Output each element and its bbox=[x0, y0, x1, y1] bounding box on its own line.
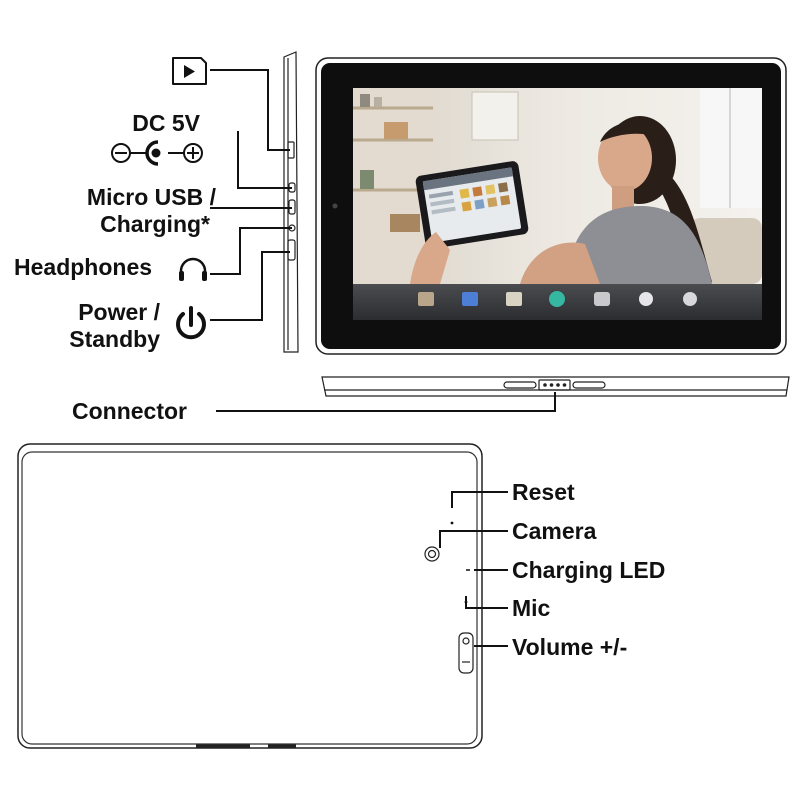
tablet-screen-image bbox=[353, 88, 762, 320]
connector-label: Connector bbox=[72, 398, 187, 424]
connector-leader-line bbox=[216, 392, 556, 412]
microsd-card-icon bbox=[172, 57, 207, 85]
power-label-line1: Power / bbox=[78, 299, 160, 325]
power-icon bbox=[176, 306, 206, 340]
dc-polarity-icon bbox=[111, 140, 203, 166]
charging-led-label: Charging LED bbox=[512, 557, 666, 583]
volume-label: Volume +/- bbox=[512, 634, 628, 660]
micro-usb-label-line1: Micro USB / bbox=[86, 184, 216, 210]
camera-label: Camera bbox=[512, 518, 597, 544]
mic-label: Mic bbox=[512, 595, 551, 621]
reset-label: Reset bbox=[512, 479, 575, 505]
headphones-icon bbox=[179, 257, 207, 281]
tablet-side-profile bbox=[283, 51, 299, 353]
power-label-line2: Standby bbox=[69, 326, 160, 352]
tablet-bottom-profile bbox=[321, 376, 790, 397]
tablet-back bbox=[17, 443, 483, 749]
dc-5v-label: DC 5V bbox=[132, 110, 200, 136]
headphones-label: Headphones bbox=[14, 254, 153, 280]
side-leader-lines bbox=[210, 69, 292, 321]
back-leader-lines bbox=[439, 491, 508, 647]
micro-usb-label-line2: Charging* bbox=[100, 211, 210, 237]
